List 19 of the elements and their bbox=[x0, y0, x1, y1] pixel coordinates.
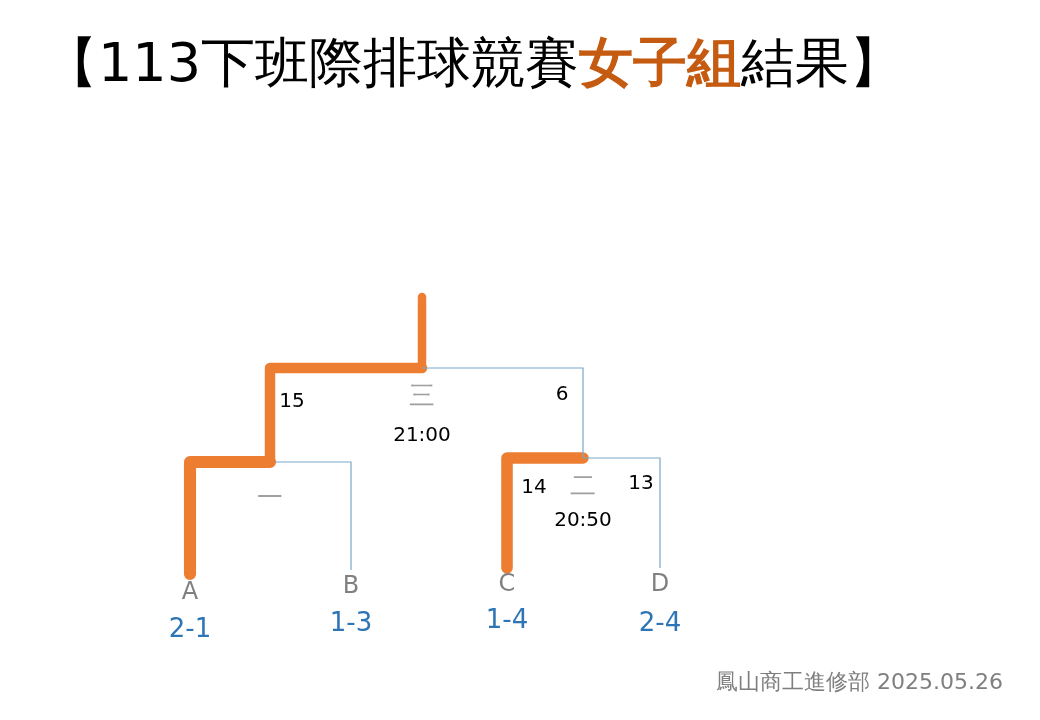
team-letter: B bbox=[342, 572, 360, 598]
bracket-line bbox=[582, 457, 661, 569]
class-code: 2-4 bbox=[638, 607, 682, 637]
match-time: 21:00 bbox=[393, 422, 451, 446]
bracket-line bbox=[501, 452, 589, 574]
match-number: 三 bbox=[409, 382, 435, 408]
bracket-line bbox=[421, 367, 584, 459]
page-title: 【113下班際排球競賽女子組結果】 bbox=[44, 31, 904, 95]
class-code: 1-4 bbox=[485, 604, 529, 634]
class-code: 2-1 bbox=[168, 613, 212, 643]
team-letter: A bbox=[181, 578, 199, 604]
match-number: 一 bbox=[257, 484, 283, 510]
footer-note: 鳳山商工進修部 2025.05.26 bbox=[716, 668, 1003, 696]
team-letter: C bbox=[498, 570, 516, 596]
team-letter: D bbox=[650, 570, 670, 596]
class-code: 1-3 bbox=[329, 607, 373, 637]
bracket-line bbox=[183, 455, 277, 581]
match-number: 二 bbox=[570, 472, 596, 498]
match-time: 20:50 bbox=[554, 507, 612, 531]
